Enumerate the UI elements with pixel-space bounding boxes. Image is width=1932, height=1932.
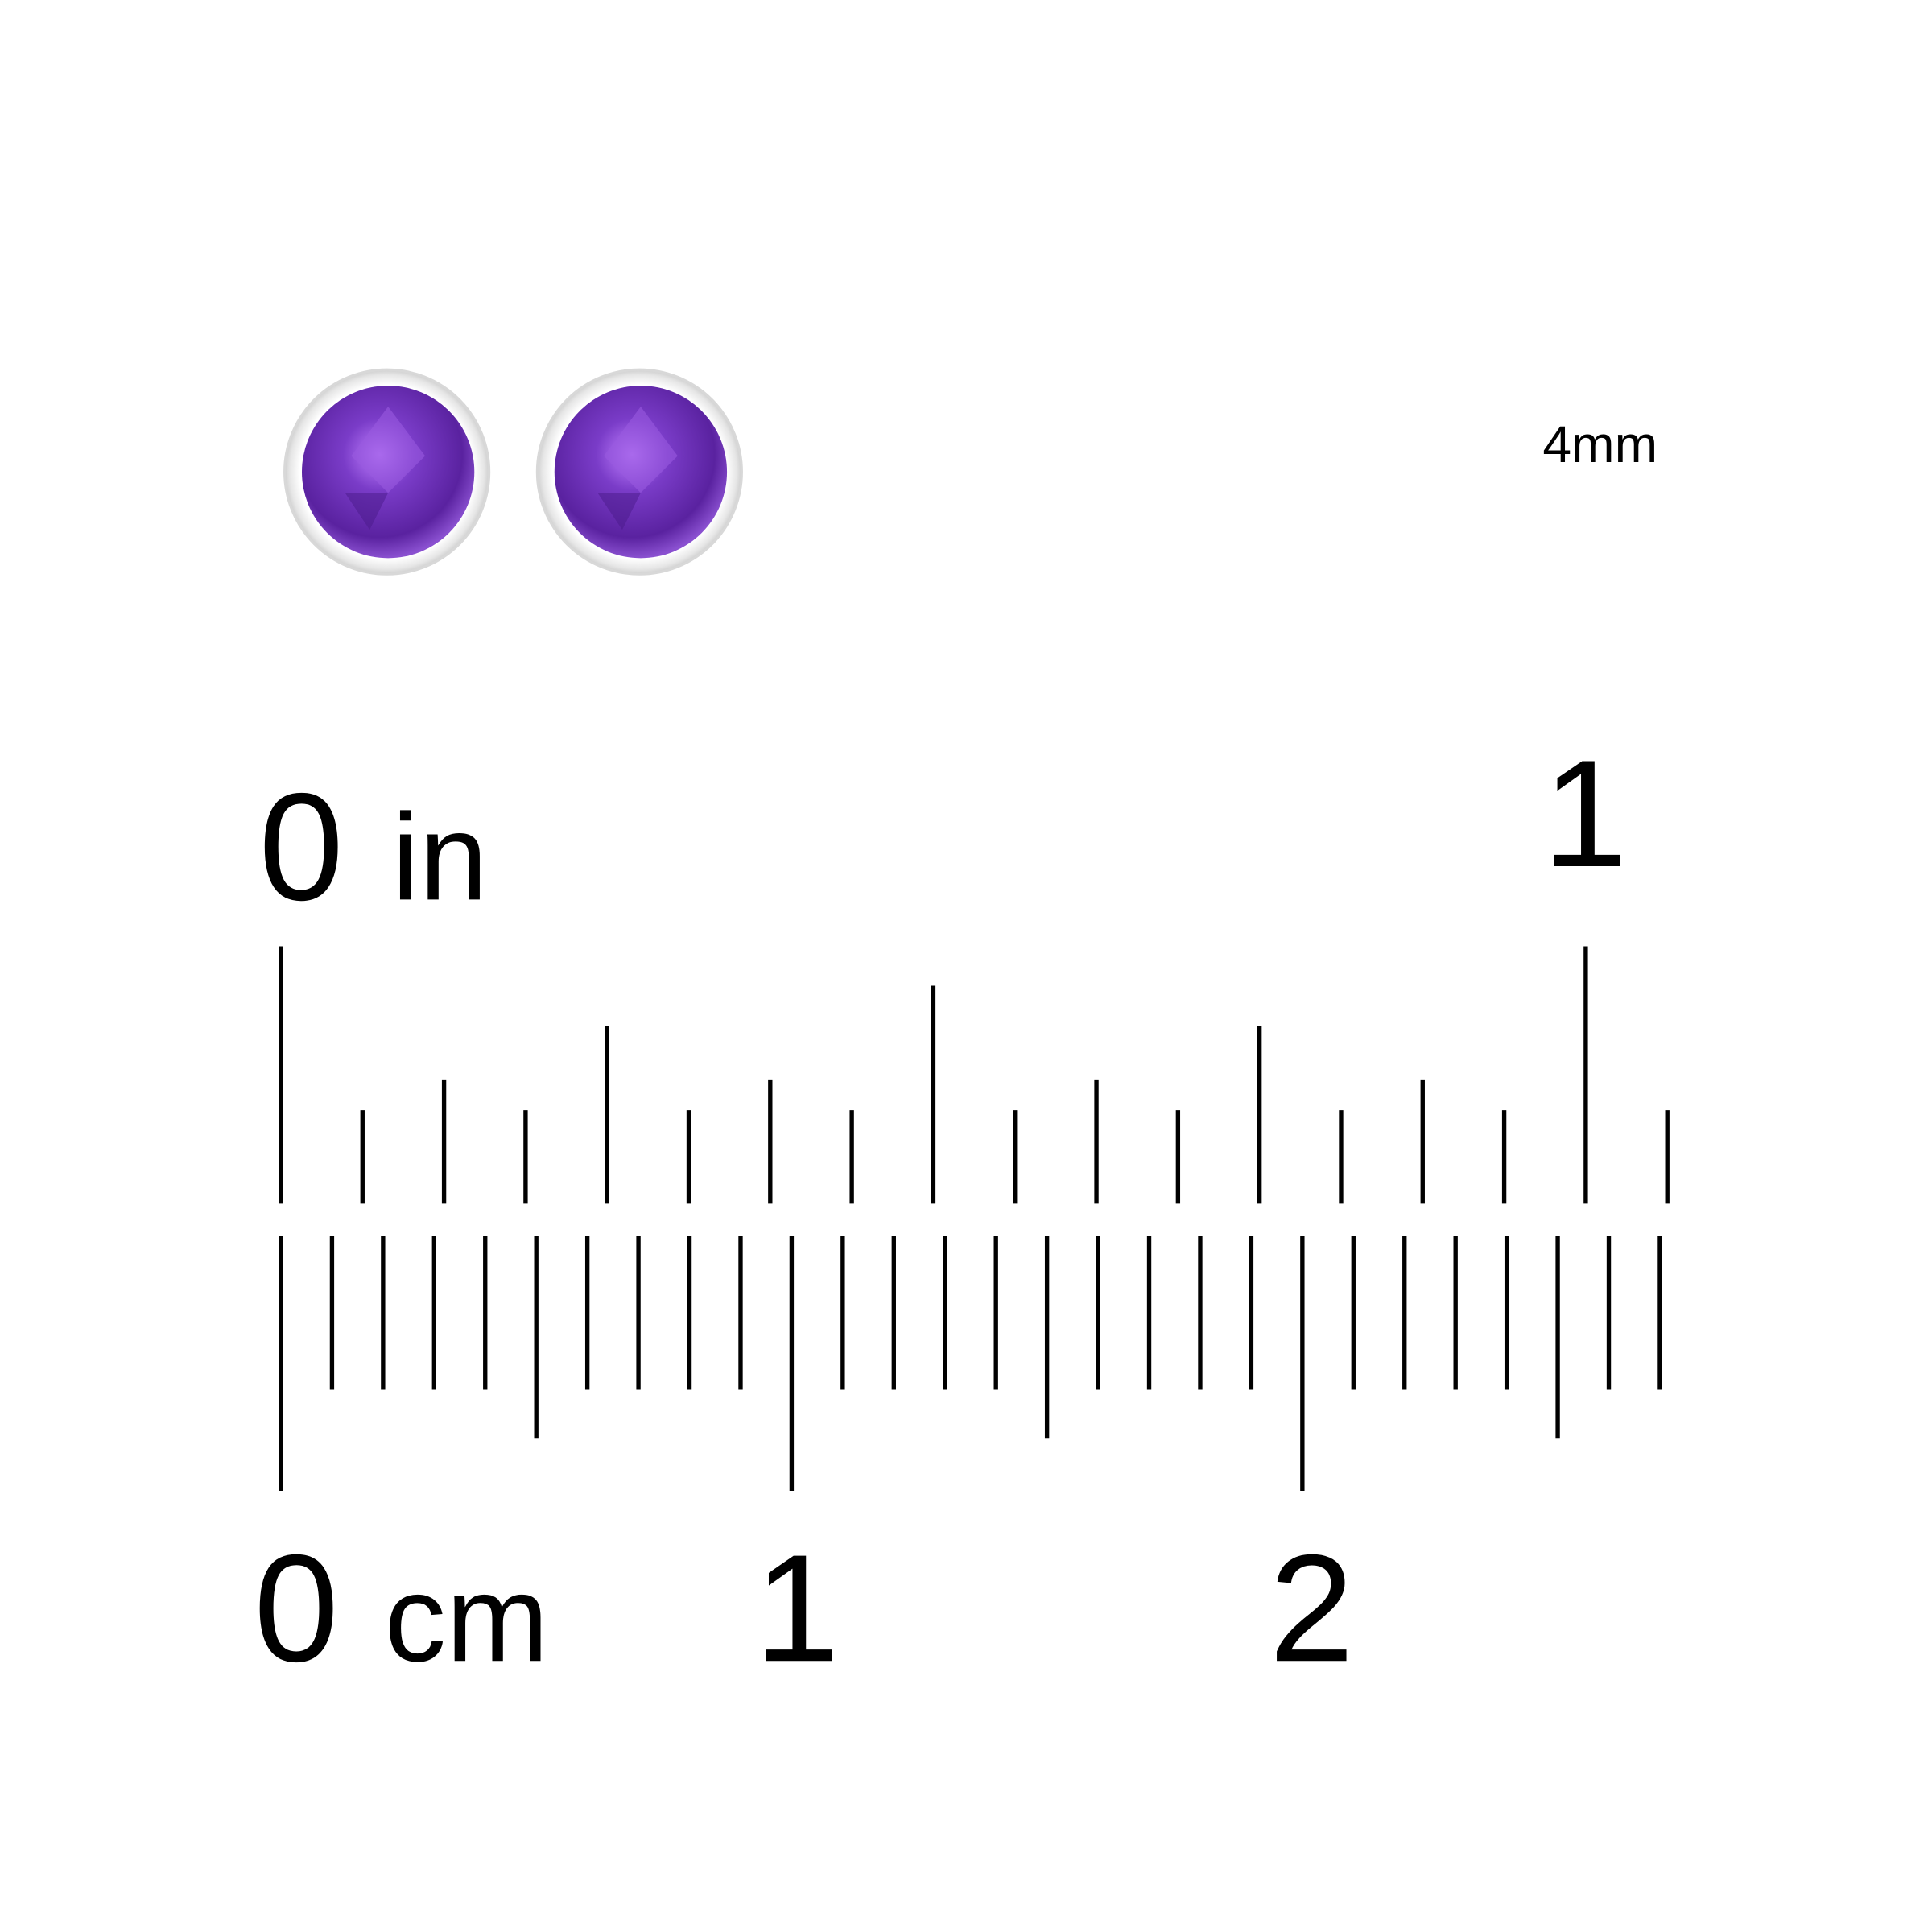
cm-ticks bbox=[279, 1236, 1662, 1492]
size-label: 4mm bbox=[1542, 415, 1657, 473]
inch-one-label: 1 bbox=[1542, 729, 1628, 899]
cm-unit-label: cm bbox=[385, 1550, 549, 1687]
cm-one-label: 1 bbox=[754, 1523, 840, 1694]
cm-two-label: 2 bbox=[1269, 1523, 1355, 1694]
earring-left bbox=[283, 368, 491, 576]
cm-zero-label: 0 bbox=[254, 1523, 339, 1694]
inch-ticks bbox=[279, 946, 1670, 1204]
inch-unit-label: in bbox=[392, 788, 488, 926]
inch-zero-label: 0 bbox=[258, 762, 344, 932]
earring-right bbox=[535, 368, 743, 576]
